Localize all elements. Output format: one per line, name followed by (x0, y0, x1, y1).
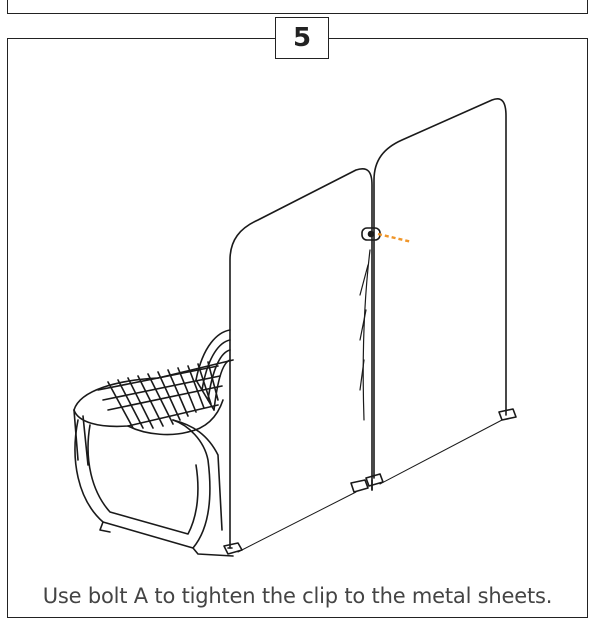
ground-lines (237, 419, 503, 553)
metal-sheet-back (365, 98, 517, 487)
step-number-badge: 5 (275, 17, 329, 59)
step-number: 5 (292, 23, 312, 53)
clip (361, 227, 381, 241)
previous-step-frame (7, 0, 588, 14)
assembly-illustration (73, 98, 517, 557)
panel-seam (359, 249, 371, 421)
bench-frame (74, 419, 234, 557)
metal-sheet-front (223, 168, 373, 555)
step-caption: Use bolt A to tighten the clip to the me… (42, 584, 553, 608)
bolt-indicator-icon (377, 232, 413, 244)
bench-backrest (195, 329, 231, 411)
bench-seat (73, 359, 234, 466)
